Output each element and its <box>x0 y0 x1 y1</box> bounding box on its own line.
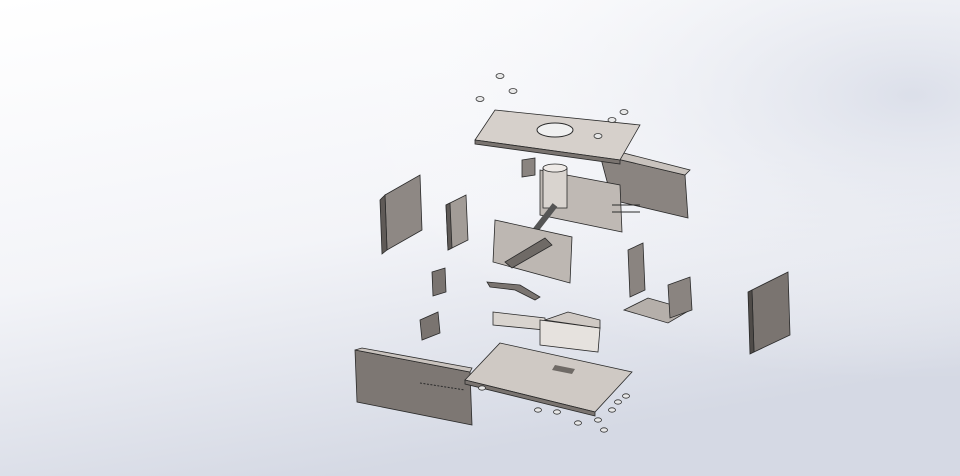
floor-bracket <box>622 276 693 324</box>
cylinder <box>517 157 568 252</box>
linear-actuator <box>492 311 601 353</box>
left-side-panel <box>379 174 423 255</box>
left-bracket <box>445 194 469 251</box>
front-panel <box>354 347 473 426</box>
small-brackets <box>419 267 541 341</box>
top-plate <box>474 109 641 165</box>
screws-bottom <box>478 385 630 433</box>
right-bracket <box>627 242 646 298</box>
center-plate <box>492 219 573 284</box>
top-plate-hole <box>536 122 574 138</box>
base-plate <box>464 342 633 417</box>
right-side-panel <box>747 271 791 355</box>
screws-top <box>475 73 629 139</box>
